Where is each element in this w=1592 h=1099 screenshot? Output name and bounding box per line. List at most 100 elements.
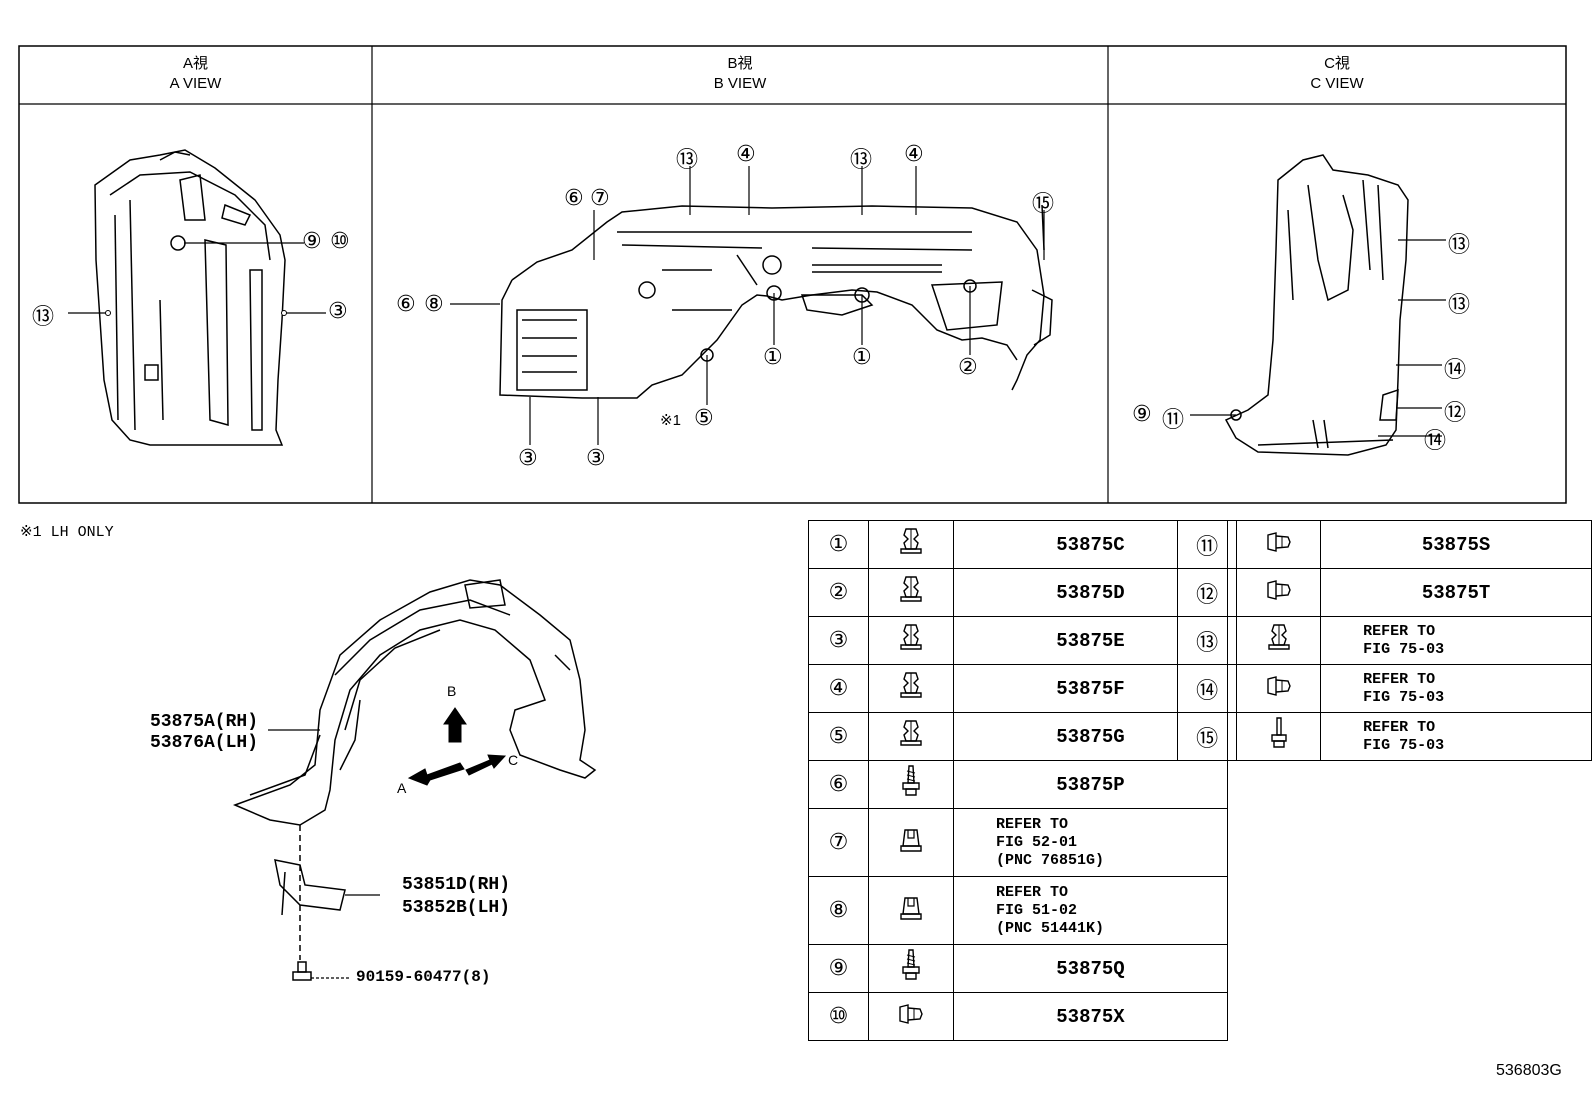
callout-c-11: ⑪ <box>1162 408 1185 433</box>
view-b-title-jp: B視 <box>727 55 753 72</box>
arrow-c-label: C <box>508 752 519 768</box>
parts-row: ⑥ 53875P <box>808 760 1228 809</box>
view-a-header: A視 A VIEW <box>19 48 372 104</box>
view-b-header: B視 B VIEW <box>372 48 1108 104</box>
clip-icon <box>868 568 954 617</box>
view-a-title-jp: A視 <box>182 55 208 72</box>
callout-c-14a: ⑭ <box>1444 358 1467 383</box>
clip-icon <box>868 616 954 665</box>
part-callout-number: ⑤ <box>808 712 869 761</box>
view-c-title-en: C VIEW <box>1310 75 1364 92</box>
arrow-b-label: B <box>447 683 457 699</box>
part-callout-number: ③ <box>808 616 869 665</box>
view-c-header: C視 C VIEW <box>1108 48 1566 104</box>
callout-b-13a: ⑬ <box>676 148 699 173</box>
callout-b-4a: ④ <box>736 142 756 167</box>
view-c-drawing <box>1190 154 1446 456</box>
part-number: 53875Q <box>953 944 1228 993</box>
part-callout-number: ② <box>808 568 869 617</box>
callout-c-12: ⑫ <box>1444 401 1467 426</box>
part-number: REFER TO FIG 51-02 (PNC 51441K) <box>953 876 1228 945</box>
parts-row: ⑦ REFER TO FIG 52-01 (PNC 76851G) <box>808 808 1228 877</box>
parts-row: ⑧ REFER TO FIG 51-02 (PNC 51441K) <box>808 876 1228 945</box>
callout-b-note-mark: ※1 <box>660 412 681 429</box>
part-callout-number: ① <box>808 520 869 569</box>
callout-b-7: ⑦ <box>590 186 610 211</box>
part-callout-number: ⑧ <box>808 876 869 945</box>
clip-icon <box>868 712 954 761</box>
part-number: 53875P <box>953 760 1228 809</box>
view-frame <box>18 45 1567 504</box>
callout-a-3: ③ <box>328 299 348 324</box>
callout-b-4b: ④ <box>904 142 924 167</box>
nut-clip-icon <box>868 808 954 877</box>
part-callout-number: ⑨ <box>808 944 869 993</box>
part-callout-number: ⑩ <box>808 992 869 1041</box>
seal-rh-label: 53851D(RH) <box>402 875 511 895</box>
callout-a-9: ⑨ <box>302 229 322 254</box>
part-number: 53875S <box>1320 520 1592 569</box>
clip-icon <box>868 664 954 713</box>
part-callout-number: ⑬ <box>1176 616 1238 665</box>
grommet-icon <box>1236 664 1322 713</box>
callout-c-9: ⑨ <box>1132 402 1152 427</box>
part-number: 53875T <box>1320 568 1592 617</box>
part-callout-number: ④ <box>808 664 869 713</box>
callout-b-13b: ⑬ <box>850 148 873 173</box>
part-number: REFER TO FIG 75-03 <box>1320 712 1592 761</box>
parts-row: ⑩ 53875X <box>808 992 1228 1041</box>
bolt-label: 90159-60477(8) <box>356 968 491 986</box>
part-callout-number: ⑦ <box>808 808 869 877</box>
screw-icon <box>868 944 954 993</box>
view-c-title-jp: C視 <box>1324 55 1350 72</box>
view-b-title-en: B VIEW <box>713 75 767 92</box>
part-number: REFER TO FIG 75-03 <box>1320 616 1592 665</box>
part-number: 53875X <box>953 992 1228 1041</box>
nut-clip-icon <box>868 876 954 945</box>
callout-c-13a: ⑬ <box>1448 233 1471 258</box>
callout-b-6: ⑥ <box>564 186 584 211</box>
callout-c-13b: ⑬ <box>1448 293 1471 318</box>
grommet-icon <box>1236 568 1322 617</box>
bolt-icon <box>1236 712 1322 761</box>
callout-b-1b: ① <box>852 345 872 370</box>
part-callout-number: ⑥ <box>808 760 869 809</box>
callout-b-15: ⑮ <box>1032 192 1055 217</box>
view-b-drawing <box>450 166 1053 445</box>
fender-liner-drawing <box>232 579 597 981</box>
part-number: REFER TO FIG 52-01 (PNC 76851G) <box>953 808 1228 877</box>
callout-b-3b: ③ <box>586 446 606 471</box>
parts-row: ⑫ 53875T <box>1176 568 1592 617</box>
clip-icon <box>1236 616 1322 665</box>
liner-rh-label: 53875A(RH) <box>150 712 259 732</box>
callout-b-3a: ③ <box>518 446 538 471</box>
part-number: REFER TO FIG 75-03 <box>1320 664 1592 713</box>
callout-b-8: ⑧ <box>424 292 444 317</box>
screw-icon <box>868 760 954 809</box>
figure-code: 536803G <box>1496 1062 1562 1079</box>
callout-a-10: ⑩ <box>330 229 350 254</box>
parts-row: ⑮ REFER TO FIG 75-03 <box>1176 712 1592 761</box>
callout-b-5: ⑤ <box>694 406 714 431</box>
part-callout-number: ⑮ <box>1176 712 1238 761</box>
lh-only-note: ※1 LH ONLY <box>20 524 114 541</box>
seal-lh-label: 53852B(LH) <box>402 898 511 918</box>
grommet-icon <box>1236 520 1322 569</box>
parts-row: ⑨ 53875Q <box>808 944 1228 993</box>
callout-c-14b: ⑭ <box>1424 429 1447 454</box>
part-callout-number: ⑪ <box>1176 520 1238 569</box>
callout-b-2: ② <box>958 355 978 380</box>
liner-lh-label: 53876A(LH) <box>150 733 259 753</box>
view-a-title-en: A VIEW <box>169 75 222 92</box>
part-callout-number: ⑫ <box>1176 568 1238 617</box>
callout-b-1a: ① <box>763 345 783 370</box>
arrow-a-label: A <box>397 780 407 796</box>
callout-a-13: ⑬ <box>32 305 55 330</box>
